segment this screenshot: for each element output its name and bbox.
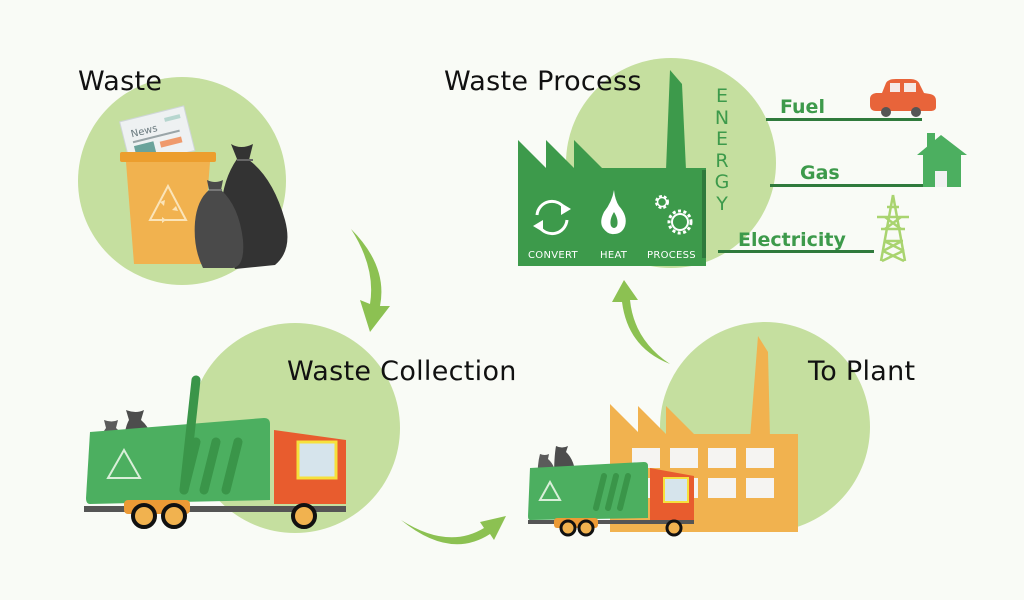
energy-output-gas-label: Gas xyxy=(800,162,840,184)
recycle-cycle-icon xyxy=(533,199,571,236)
garbage-truck-icon xyxy=(84,375,346,529)
collection-stage-title: Waste Collection xyxy=(287,356,517,387)
energy-output-electricity-label: Electricity xyxy=(738,229,846,251)
trash-bags-icon xyxy=(194,144,288,269)
small-garbage-truck-icon xyxy=(528,446,694,537)
gears-icon xyxy=(655,195,693,235)
energy-letter: E xyxy=(715,128,728,150)
house-icon xyxy=(917,133,967,187)
energy-output-fuel-label: Fuel xyxy=(780,96,825,118)
energy-bracket xyxy=(702,170,706,258)
energy-letter: G xyxy=(714,171,730,193)
process-step-heat-label: HEAT xyxy=(600,250,628,261)
car-icon xyxy=(870,79,936,117)
energy-letter: N xyxy=(714,106,730,129)
flow-arrow-collection-to-plant xyxy=(401,516,506,545)
energy-letter: E xyxy=(715,85,728,107)
energy-letter: Y xyxy=(716,192,728,215)
gas-line xyxy=(770,184,926,187)
power-tower-icon xyxy=(877,194,909,263)
waste-stage-title: Waste xyxy=(78,66,163,97)
flow-arrow-waste-to-collection xyxy=(351,229,390,332)
energy-vertical-label: E N E R G Y xyxy=(712,85,732,215)
flow-arrow-plant-to-process xyxy=(612,280,670,364)
recycling-bin-icon xyxy=(120,152,216,264)
flame-icon xyxy=(601,190,626,235)
fuel-line xyxy=(766,118,922,121)
process-step-process-label: PROCESS xyxy=(647,250,696,261)
energy-letter: R xyxy=(715,149,729,172)
process-stage-title: Waste Process xyxy=(444,66,642,97)
electricity-line xyxy=(718,250,874,253)
plant-stage-title: To Plant xyxy=(808,356,916,387)
process-step-convert-label: CONVERT xyxy=(528,250,578,261)
